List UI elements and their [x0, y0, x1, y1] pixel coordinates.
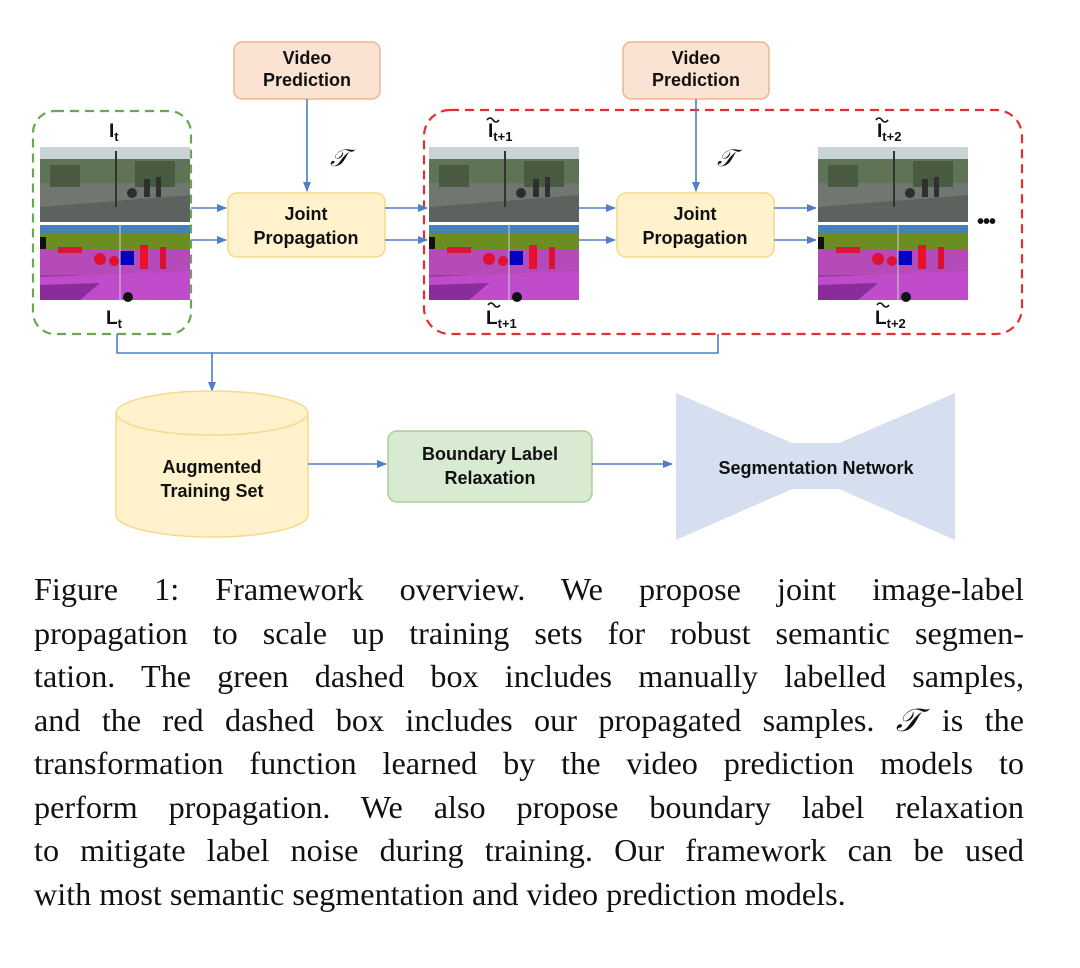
label-L-t2: Lt+2 [875, 302, 906, 331]
transform-symbol: 𝒯 [895, 700, 921, 739]
joint-propagation-box-2 [616, 192, 775, 258]
image-frame-t [39, 146, 191, 223]
transform-symbol: 𝒯 [330, 144, 356, 172]
label-map-t2 [817, 224, 969, 303]
boundary-label-relaxation-box [387, 430, 593, 503]
video-prediction-label: Video [672, 48, 721, 68]
caption-line: Figure 1: Framework overview. We propose… [34, 571, 1024, 607]
green-dashed-box [31, 109, 193, 336]
label-I-t2: It+2 [875, 117, 901, 144]
joint-propagation-box-1 [227, 192, 386, 258]
augmented-training-set-cylinder [115, 390, 309, 538]
boundary-label: Boundary Label [422, 444, 558, 464]
joint-propagation-label: Joint [285, 204, 328, 224]
caption-line: perform propagation. We also propose bou… [34, 788, 1024, 825]
image-frame-t2 [817, 146, 969, 223]
caption-line: with most semantic segmentation and vide… [34, 875, 846, 912]
caption-line: to mitigate label noise during training.… [34, 832, 1024, 868]
svg-text:Lt+1: Lt+1 [486, 308, 517, 331]
caption-line: tation. The green dashed box includes ma… [34, 658, 1024, 694]
boundary-label: Relaxation [444, 468, 535, 488]
red-dashed-box [422, 108, 1024, 336]
label-I-t: It [109, 121, 119, 144]
svg-text:It+2: It+2 [877, 121, 901, 144]
segmentation-network-label: Segmentation Network [718, 458, 914, 478]
label-L-t: Lt [106, 308, 123, 331]
transform-symbol: 𝒯 [717, 144, 743, 172]
video-prediction-label: Video [283, 48, 332, 68]
ellipsis: ••• [977, 211, 996, 233]
svg-text:It+1: It+1 [488, 121, 512, 144]
joint-propagation-label: Propagation [253, 228, 358, 248]
label-L-t1: Lt+1 [486, 302, 517, 331]
augmented-label: Training Set [160, 481, 263, 501]
video-prediction-label: Prediction [652, 70, 740, 90]
merge-connector [116, 334, 719, 354]
caption-line: transformation function learned by the v… [34, 745, 1024, 781]
label-I-t1: It+1 [486, 117, 512, 144]
label-map-t [39, 224, 191, 303]
caption-line: propagation to scale up training sets fo… [34, 614, 1024, 651]
joint-propagation-label: Joint [674, 204, 717, 224]
segmentation-network-shape [676, 393, 955, 540]
video-prediction-label: Prediction [263, 70, 351, 90]
joint-propagation-label: Propagation [642, 228, 747, 248]
augmented-label: Augmented [163, 457, 262, 477]
caption-line: and the red dashed box includes our prop… [34, 700, 1025, 739]
figure-caption: Figure 1: Framework overview. We propose… [34, 568, 1024, 916]
svg-text:Lt+2: Lt+2 [875, 308, 906, 331]
framework-diagram: Video Prediction Video Prediction 𝒯 𝒯 Jo… [31, 41, 1024, 540]
label-map-t1 [428, 224, 580, 303]
image-frame-t1 [428, 146, 580, 223]
